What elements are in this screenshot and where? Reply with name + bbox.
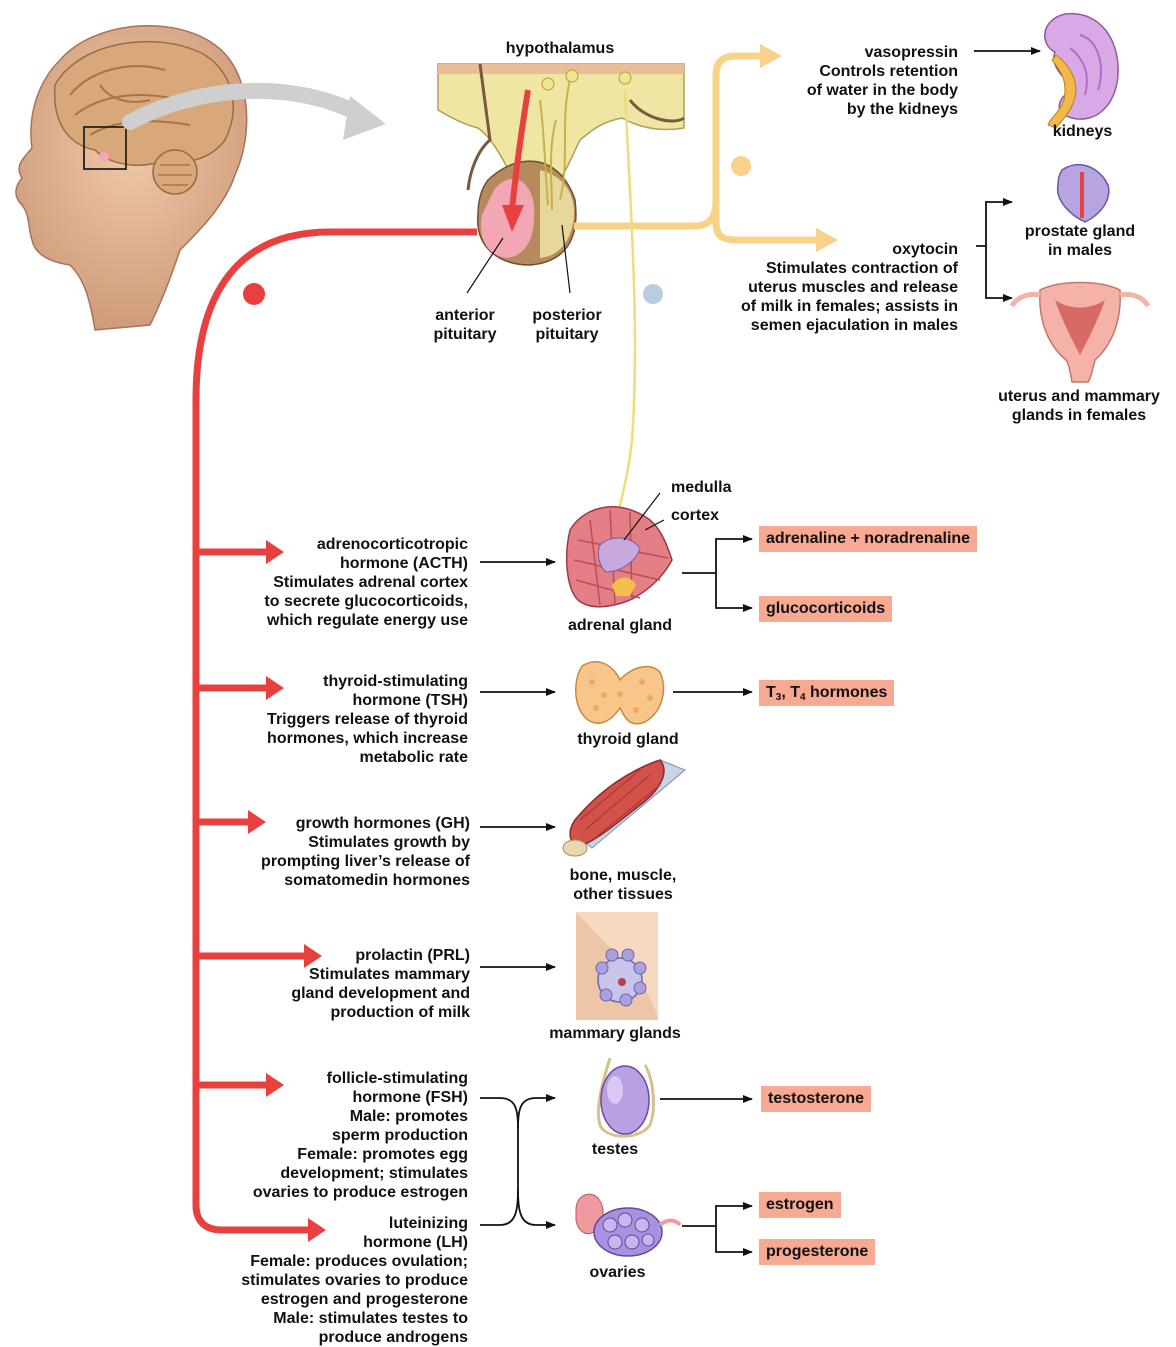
ovary-illustration [576, 1194, 680, 1256]
thyroid-gland-label: thyroid gland [558, 730, 698, 749]
testes-illustration [598, 1058, 653, 1136]
badge-thyroid-hormones: T3, T4 hormones [759, 680, 894, 706]
posterior-pituitary-label: posterior pituitary [512, 306, 622, 344]
ovaries-label: ovaries [565, 1263, 670, 1282]
oxytocin-label: oxytocin Stimulates contraction of uteru… [680, 240, 958, 335]
muscle-illustration [563, 760, 685, 856]
legend-blue-dot [643, 284, 663, 304]
pituitary-illustration [438, 64, 684, 293]
thyroid-illustration [576, 662, 664, 724]
acth-label: adrenocorticotropic hormone (ACTH) Stimu… [210, 535, 468, 630]
mammary-illustration [576, 912, 658, 1020]
testes-label: testes [565, 1140, 665, 1159]
bone-muscle-label: bone, muscle, other tissues [548, 866, 698, 904]
vasopressin-label: vasopressin Controls retention of water … [700, 43, 958, 119]
gh-label: growth hormones (GH) Stimulates growth b… [200, 814, 470, 890]
badge-progesterone: progesterone [759, 1239, 875, 1265]
medulla-label: medulla [671, 478, 731, 497]
prostate-label: prostate gland in males [1000, 222, 1160, 260]
mammary-glands-label: mammary glands [530, 1024, 700, 1043]
t-suffix: hormones [806, 684, 888, 701]
badge-estrogen: estrogen [759, 1192, 841, 1218]
uterus-illustration [1012, 283, 1148, 383]
fsh-label: follicle-stimulating hormone (FSH) Male:… [200, 1069, 468, 1202]
t-letter: T [766, 684, 776, 701]
hypothalamus-label: hypothalamus [480, 39, 640, 58]
adrenal-gland-label: adrenal gland [550, 616, 690, 635]
anterior-dot [243, 283, 265, 305]
head-illustration [16, 26, 386, 330]
kidneys-label: kidneys [1025, 122, 1140, 141]
badge-glucocorticoids: glucocorticoids [759, 596, 892, 622]
cortex-label: cortex [671, 506, 719, 525]
adrenal-illustration [567, 493, 672, 607]
badge-testosterone: testosterone [761, 1086, 871, 1112]
uterus-label: uterus and mammary glands in females [984, 387, 1174, 425]
tsh-label: thyroid-stimulating hormone (TSH) Trigge… [210, 672, 468, 767]
kidney-illustration [1045, 14, 1118, 128]
prostate-illustration [1058, 165, 1109, 222]
t-separator: , T [781, 684, 800, 701]
prl-label: prolactin (PRL) Stimulates mammary gland… [220, 946, 470, 1022]
posterior-dot [731, 156, 751, 176]
anterior-pituitary-label: anterior pituitary [410, 306, 520, 344]
lh-label: luteinizing hormone (LH) Female: produce… [190, 1214, 468, 1347]
badge-adrenaline: adrenaline + noradrenaline [759, 526, 977, 552]
